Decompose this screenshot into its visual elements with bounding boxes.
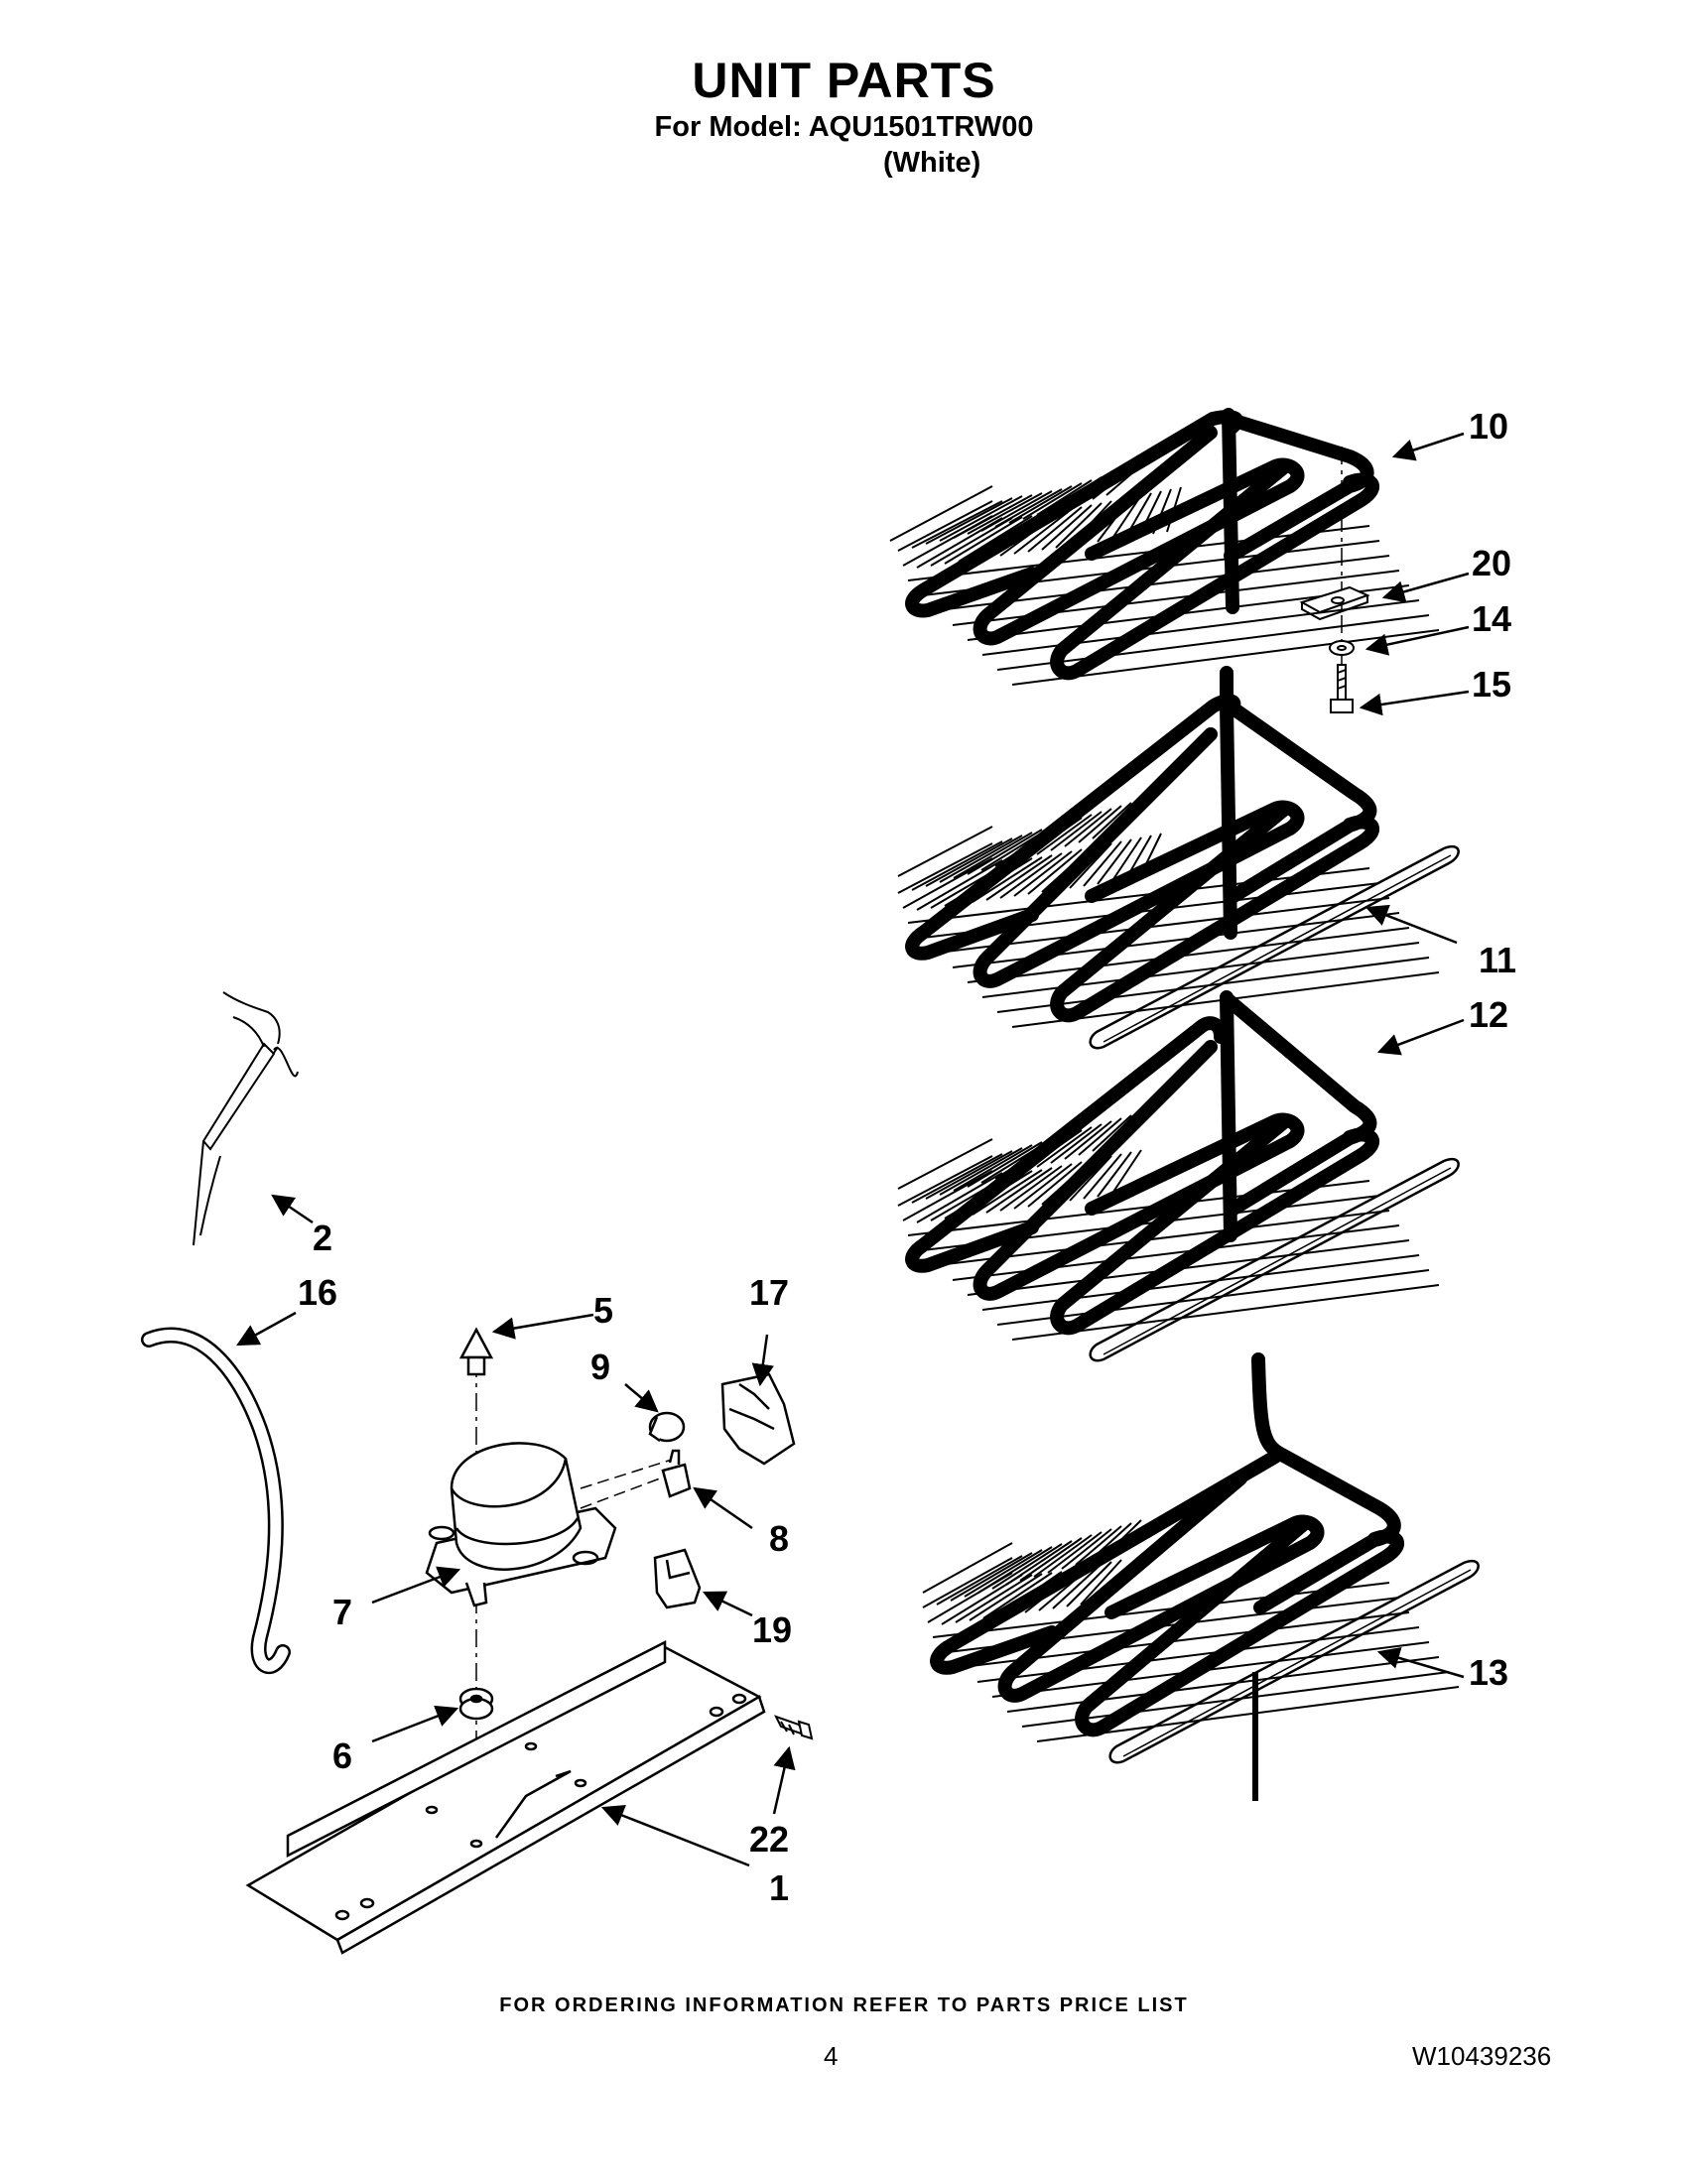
compressor-mounting-plate-1	[245, 1639, 766, 1955]
page-number: 4	[824, 2041, 839, 2071]
callout-17: 17	[749, 1272, 789, 1313]
start-device-17	[720, 1372, 796, 1466]
callout-19: 19	[752, 1609, 792, 1650]
callout-2: 2	[313, 1218, 332, 1258]
relay-8	[661, 1449, 692, 1498]
screw-22	[774, 1715, 814, 1740]
callout-13: 13	[1469, 1652, 1508, 1693]
callout-labels: 10 20 14 15 11 12 13 2 16 5 17 9 8 7 19 …	[298, 406, 1516, 1908]
callout-16: 16	[298, 1272, 337, 1313]
color-line: (White)	[883, 147, 981, 179]
callout-5: 5	[593, 1290, 613, 1331]
callout-8: 8	[769, 1518, 789, 1559]
evaporator-shelf-10	[889, 408, 1440, 686]
leader-lines	[236, 432, 1470, 1867]
compressor-7	[425, 1327, 676, 1846]
callout-10: 10	[1469, 406, 1508, 447]
callout-7: 7	[332, 1592, 352, 1632]
capacitor-19	[653, 1548, 702, 1609]
callout-14: 14	[1472, 598, 1511, 639]
evaporator-shelf-12	[897, 990, 1460, 1362]
overload-9	[648, 1411, 686, 1443]
callout-6: 6	[332, 1735, 352, 1776]
callout-20: 20	[1472, 543, 1511, 583]
evaporator-shelf-13	[922, 1352, 1480, 1801]
evaporator-shelf-11	[897, 666, 1460, 1050]
grommet-6	[458, 1687, 494, 1721]
callout-12: 12	[1469, 994, 1508, 1035]
capillary-tube-16	[141, 1327, 291, 1674]
callout-22: 22	[749, 1819, 789, 1860]
page-title: UNIT PARTS	[692, 53, 996, 108]
filter-drier-2	[193, 991, 299, 1246]
callout-1: 1	[769, 1867, 789, 1908]
callout-9: 9	[590, 1347, 610, 1387]
ordering-note: FOR ORDERING INFORMATION REFER TO PARTS …	[499, 1994, 1189, 2016]
callout-15: 15	[1472, 664, 1511, 705]
callout-11: 11	[1479, 940, 1516, 980]
mounting-hardware	[1299, 447, 1370, 713]
model-line: For Model: AQU1501TRW00	[654, 111, 1034, 143]
document-number: W10439236	[1412, 2041, 1552, 2071]
